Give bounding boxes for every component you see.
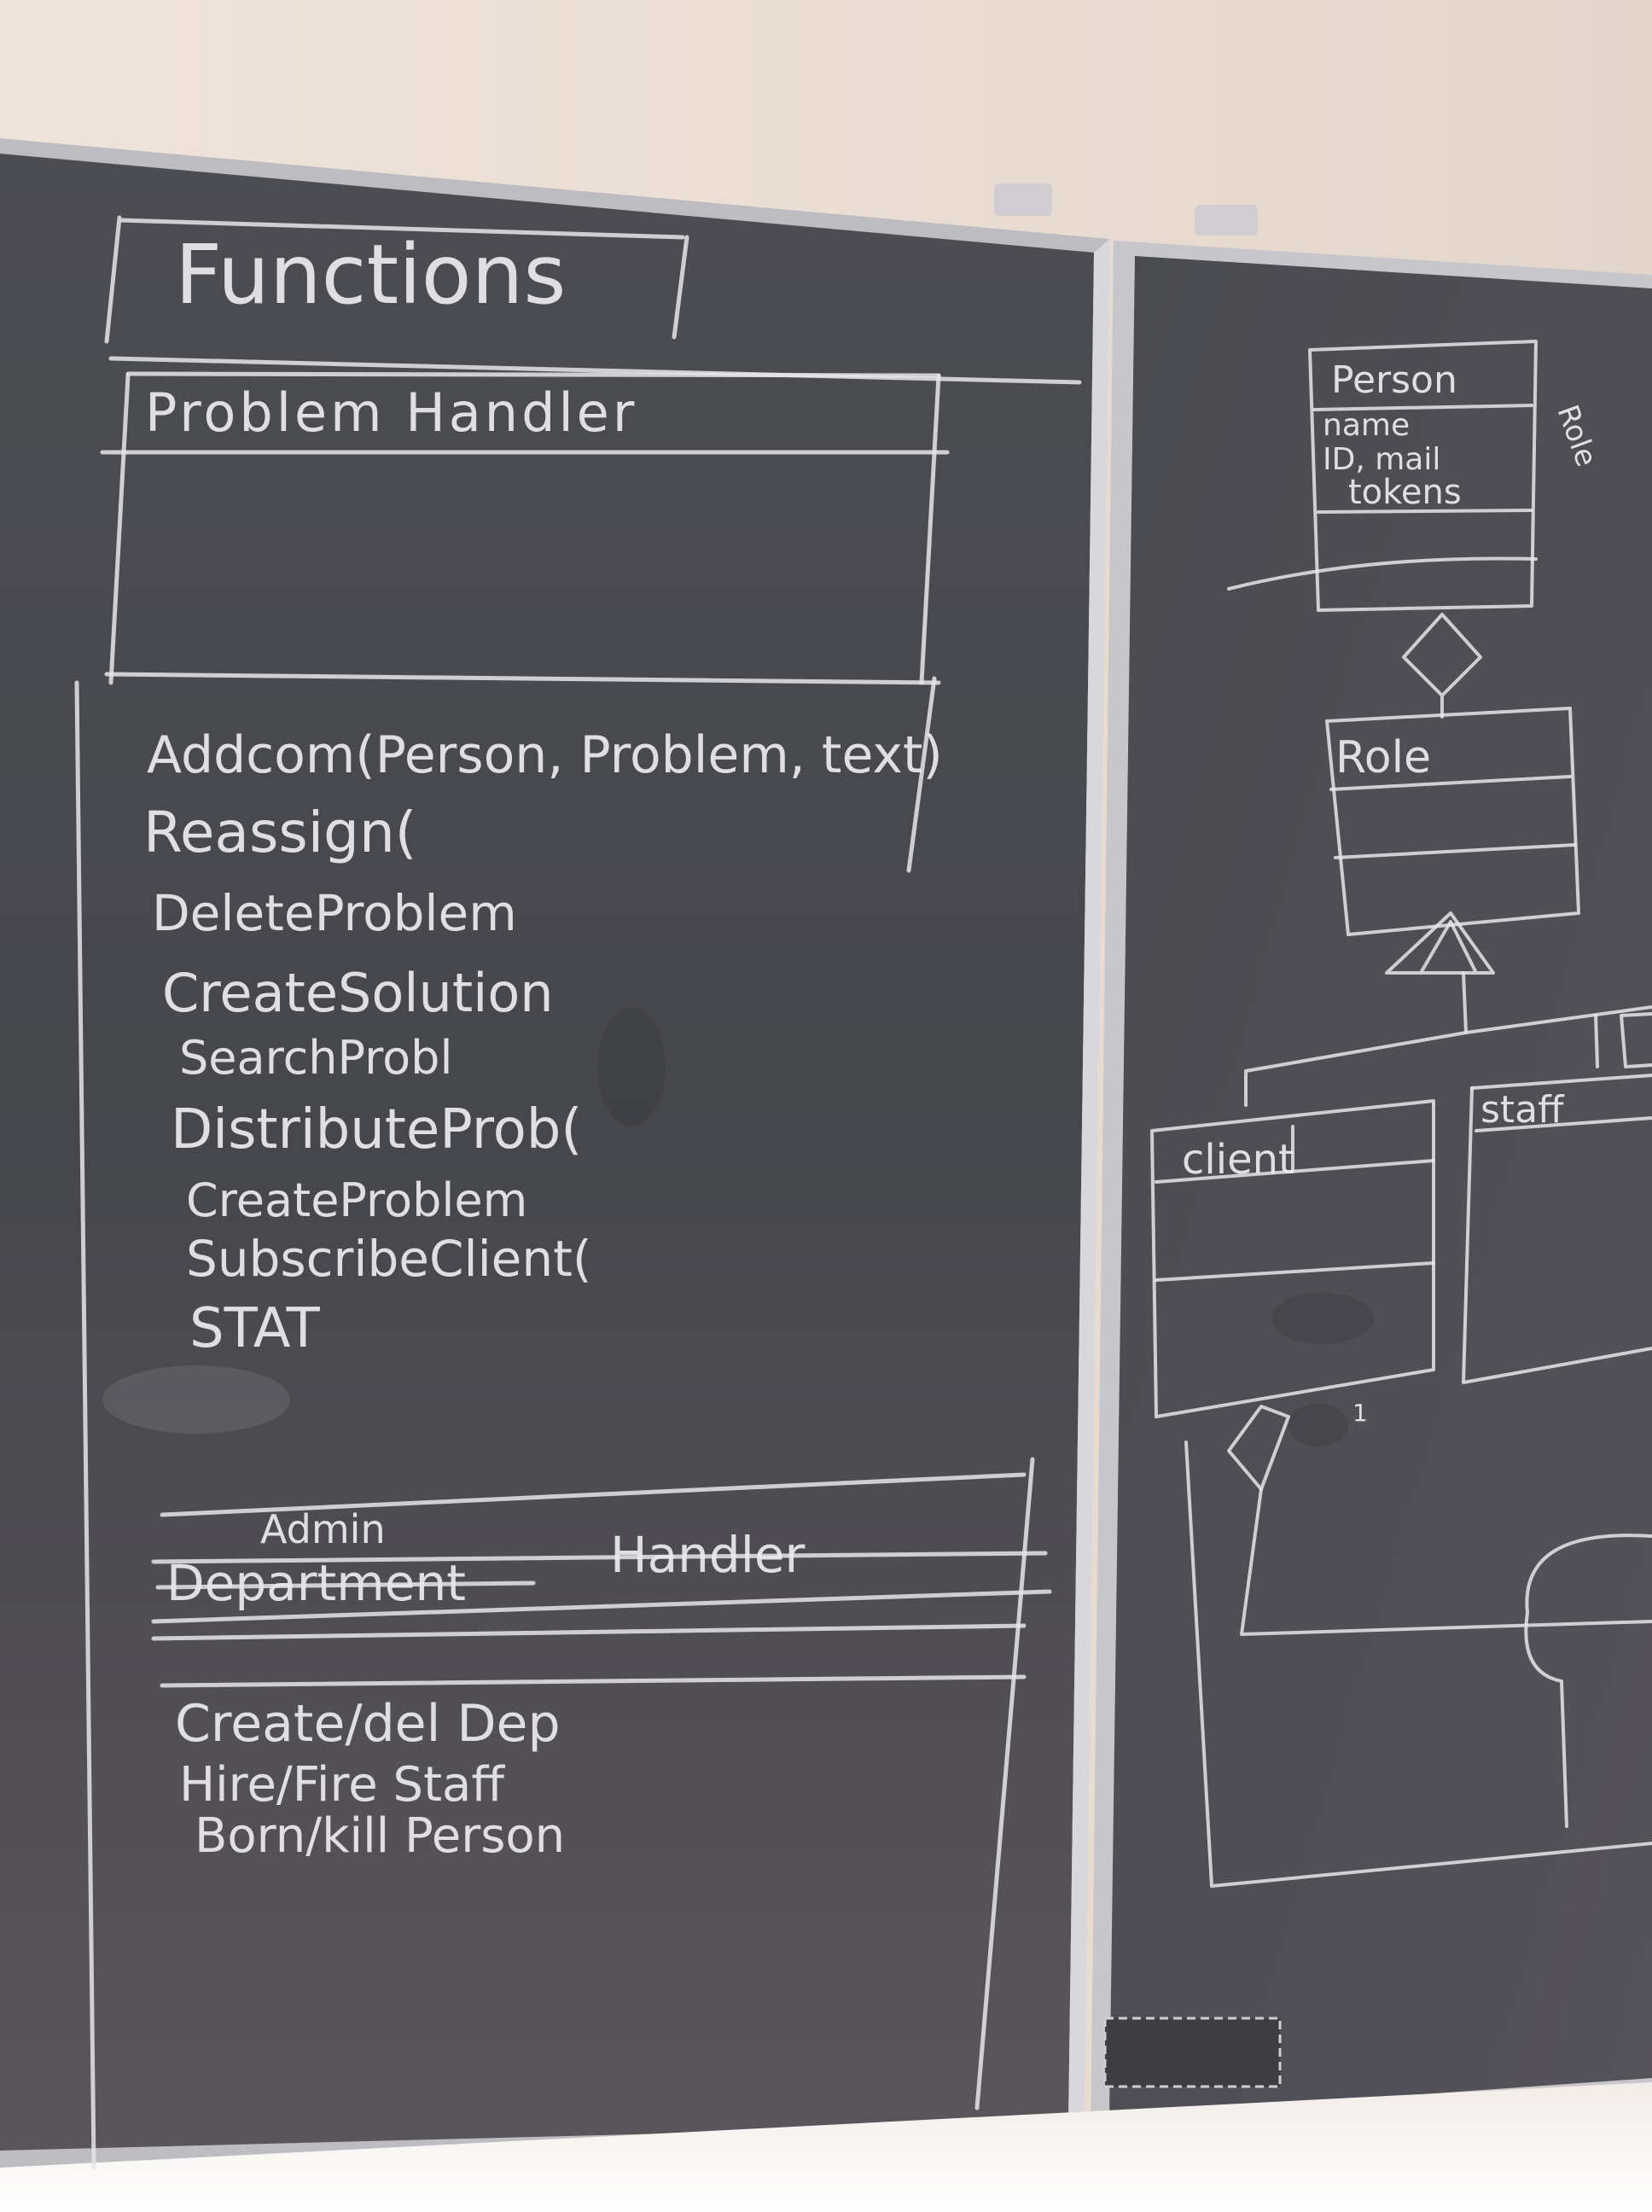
- role-inheritance-triangle: [1244, 911, 1652, 1107]
- person-class-name: Person: [1331, 358, 1457, 402]
- floor: [0, 2082, 1652, 2212]
- staff-class-box: staff: [1462, 1074, 1652, 1384]
- problem-handler-header: Problem Handler: [145, 381, 637, 444]
- person-class-box: Person name ID, mail tokens Role: [1227, 340, 1603, 612]
- method-search-probl: SearchProbl: [179, 1031, 452, 1085]
- method-create-del-dep: Create/del Dep: [175, 1694, 561, 1754]
- staff-class-name: staff: [1480, 1088, 1565, 1132]
- board-clip: [994, 183, 1052, 216]
- method-create-solution: CreateSolution: [162, 962, 554, 1024]
- method-born-kill-person: Born/kill Person: [195, 1808, 565, 1864]
- method-reassign: Reassign(: [143, 800, 417, 865]
- person-attr-tokens: tokens: [1348, 473, 1462, 512]
- chalk-smudges: [102, 1007, 1374, 1447]
- admin-handler-methods: Create/del Dep Hire/Fire Staff Born/kill…: [175, 1694, 565, 1864]
- problem-handler-methods: Addcom(Person, Problem, text) Reassign( …: [143, 725, 943, 1360]
- left-chalkboard: [0, 138, 1109, 2168]
- method-hire-fire-staff: Hire/Fire Staff: [179, 1757, 505, 1813]
- method-addcom: Addcom(Person, Problem, text): [147, 725, 943, 785]
- method-delete-problem: DeleteProblem: [152, 884, 517, 942]
- functions-title-box: Functions: [104, 215, 689, 344]
- admin-handler-box: Admin Department Handler: [151, 1457, 1052, 2110]
- person-attr-id-mail: ID, mail: [1323, 442, 1440, 477]
- admin-handler-header: Handler: [610, 1526, 806, 1584]
- admin-insert: Admin: [260, 1506, 386, 1552]
- board-clip: [1195, 205, 1258, 236]
- method-create-problem: CreateProblem: [186, 1173, 527, 1227]
- board-sticker: [1103, 2017, 1282, 2088]
- client-class-box: client: [1150, 1099, 1435, 1418]
- method-stat: STAT: [189, 1297, 321, 1360]
- method-subscribe-client: SubscribeClient(: [186, 1230, 592, 1288]
- method-distribute-prob: DistributeProb(: [171, 1098, 582, 1161]
- role-class-box: Role: [1325, 707, 1580, 936]
- strikethrough-line: [155, 1580, 536, 1590]
- client-class-name: client: [1182, 1136, 1294, 1184]
- person-attr-name: name: [1323, 408, 1410, 443]
- functions-title: Functions: [175, 227, 566, 323]
- multiplicity-mark: 1: [1352, 1399, 1368, 1427]
- problem-handler-box: Problem Handler: [74, 356, 1082, 2170]
- role-class-name: Role: [1335, 732, 1431, 783]
- client-association: 1: [1184, 1399, 1652, 1888]
- right-chalkboard: [1091, 241, 1652, 2142]
- person-role-diamond: [1402, 613, 1482, 719]
